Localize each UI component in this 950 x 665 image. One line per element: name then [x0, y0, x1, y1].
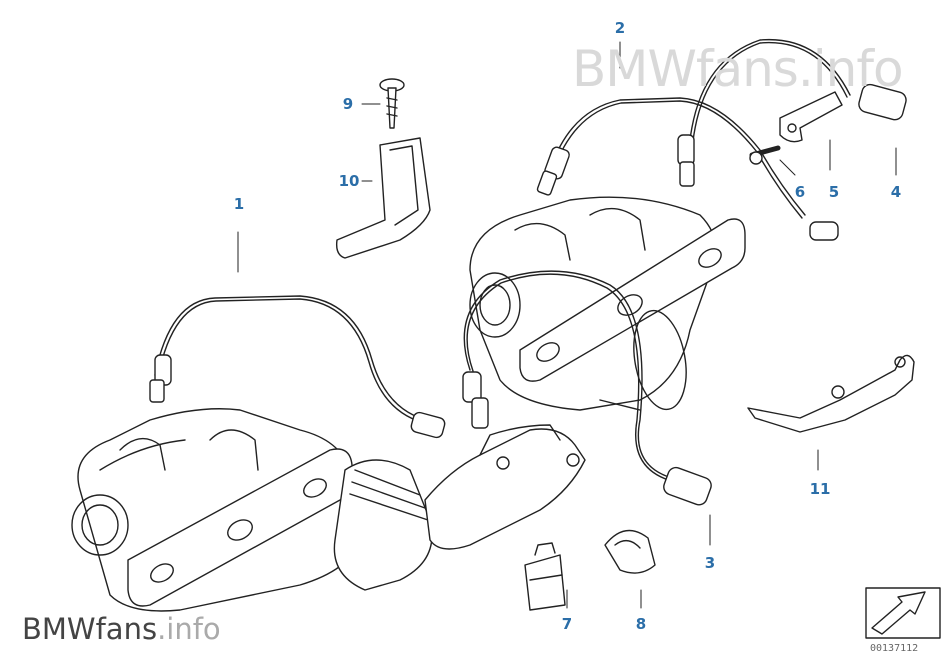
oxygen-sensor-3 — [462, 270, 712, 506]
watermark-top: BMWfans.info — [572, 40, 904, 98]
watermark-bottom-domain: .info — [157, 612, 221, 646]
callout-8: 8 — [635, 615, 647, 633]
bracket-5 — [779, 91, 843, 143]
callout-7: 7 — [561, 615, 573, 633]
callout-3: 3 — [704, 554, 716, 572]
heat-shield-10 — [335, 137, 431, 259]
orientation-arrow-icon — [865, 587, 941, 639]
callout-10: 10 — [338, 172, 360, 190]
callout-2: 2 — [614, 19, 626, 37]
callout-9: 9 — [342, 95, 354, 113]
bolt-6 — [749, 145, 781, 165]
clip-8 — [604, 529, 656, 574]
oxygen-sensor-2 — [536, 38, 907, 241]
reference-code: 00137112 — [870, 643, 919, 654]
callout-6: 6 — [794, 183, 806, 201]
watermark-bottom: BMWfans.info — [22, 612, 221, 646]
leader-lines — [237, 41, 897, 609]
watermark-bottom-brand: BMWfans — [22, 612, 158, 646]
oxygen-sensor-1 — [149, 295, 446, 439]
clip-7 — [524, 542, 566, 611]
callout-5: 5 — [828, 183, 840, 201]
callout-11: 11 — [809, 480, 831, 498]
callout-1: 1 — [233, 195, 245, 213]
callout-4: 4 — [890, 183, 902, 201]
bracket-11 — [747, 354, 915, 433]
exhaust-manifold-rear — [469, 196, 746, 411]
exhaust-manifold-front — [71, 408, 586, 612]
screw-9 — [379, 78, 405, 129]
